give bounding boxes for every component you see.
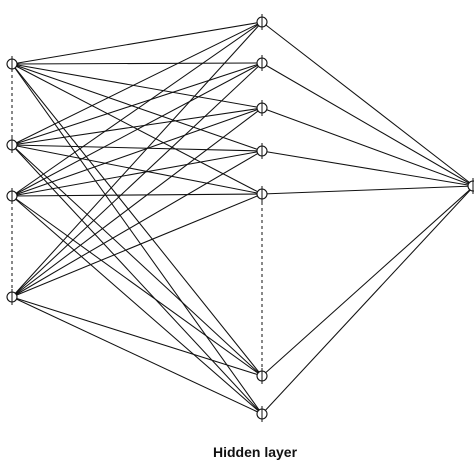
edge-input-2-hidden-6 [11, 144, 263, 377]
edge-input-1-hidden-6 [11, 63, 263, 377]
input-node-2 [6, 137, 18, 153]
edge-hidden-3-output [261, 107, 474, 187]
hidden-layer-label: Hidden layer [212, 444, 298, 460]
input-node-4 [6, 289, 18, 305]
nodes [6, 14, 474, 422]
hidden-node-4 [256, 143, 268, 159]
edge-input-1-hidden-1 [11, 21, 263, 65]
edge-input-1-hidden-2 [11, 62, 263, 65]
input-node-3 [6, 188, 18, 204]
hidden-node-7 [256, 406, 268, 422]
hidden-node-5 [256, 186, 268, 202]
edge-input-3-hidden-1 [11, 21, 263, 197]
edge-input-4-hidden-5 [11, 193, 263, 298]
edge-input-3-hidden-4 [11, 150, 263, 197]
edge-hidden-2-output [261, 62, 474, 187]
edge-input-4-hidden-3 [11, 107, 263, 298]
hidden-node-1 [256, 14, 268, 30]
edge-input-4-hidden-1 [11, 21, 263, 298]
edge-input-1-hidden-7 [11, 63, 263, 415]
edge-input-2-hidden-5 [11, 144, 263, 195]
edge-input-2-hidden-3 [11, 107, 263, 146]
edge-hidden-6-output [261, 185, 474, 377]
edge-input-4-hidden-6 [11, 296, 263, 377]
edge-hidden-1-output [261, 21, 474, 187]
edge-hidden-5-output [261, 185, 474, 195]
edges [11, 21, 474, 415]
input-node-1 [6, 56, 18, 72]
edge-hidden-4-output [261, 150, 474, 187]
edge-input-3-hidden-2 [11, 62, 263, 197]
ellipsis-lines [11, 69, 263, 368]
hidden-node-2 [256, 55, 268, 71]
edge-input-2-hidden-7 [11, 144, 263, 415]
edge-input-2-hidden-4 [11, 144, 263, 152]
edge-input-4-hidden-7 [11, 296, 263, 415]
hidden-node-6 [256, 368, 268, 384]
edge-input-4-hidden-2 [11, 62, 263, 298]
output-node [467, 178, 474, 194]
edge-input-3-hidden-6 [11, 195, 263, 377]
edge-input-2-hidden-1 [11, 21, 263, 146]
edge-input-3-hidden-7 [11, 195, 263, 415]
edge-input-4-hidden-4 [11, 150, 263, 298]
edge-hidden-7-output [261, 185, 474, 415]
edge-input-1-hidden-3 [11, 63, 263, 109]
edge-input-3-hidden-3 [11, 107, 263, 197]
edge-input-1-hidden-4 [11, 63, 263, 152]
hidden-node-3 [256, 100, 268, 116]
edge-input-3-hidden-5 [11, 193, 263, 197]
edge-input-2-hidden-2 [11, 62, 263, 146]
